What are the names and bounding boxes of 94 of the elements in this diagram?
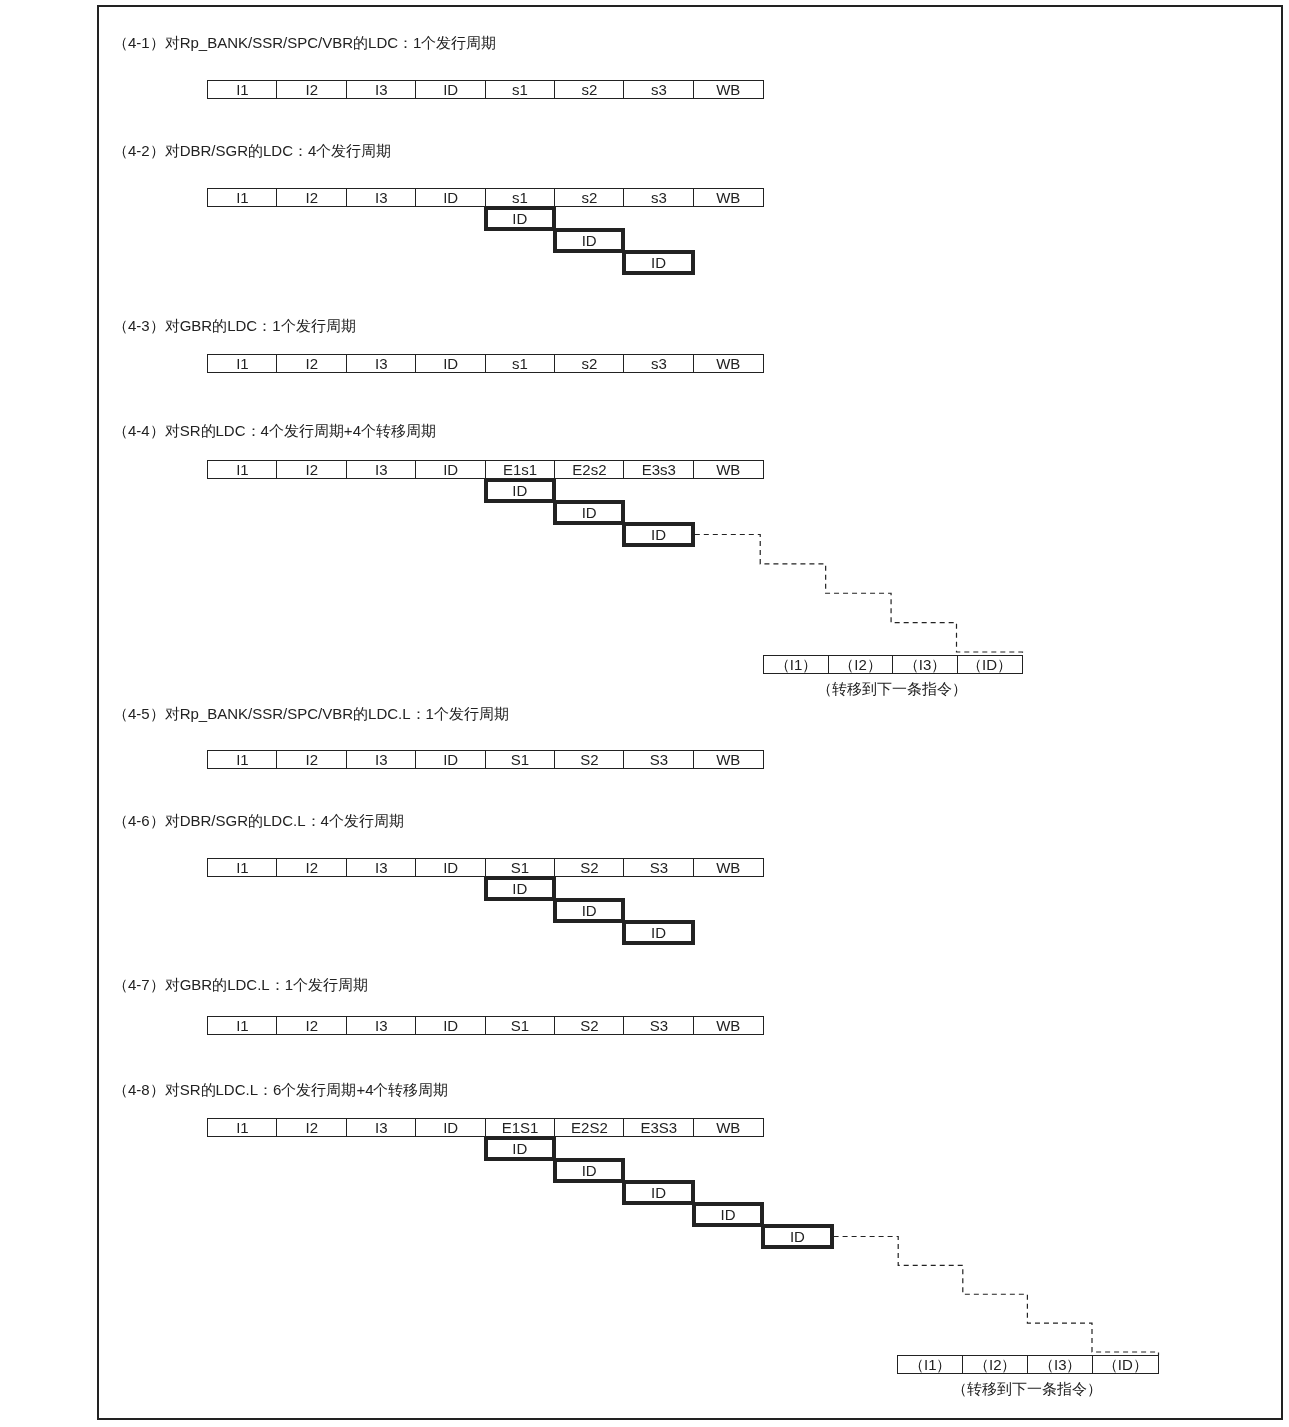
pipeline-cell: I3 xyxy=(345,1118,417,1137)
pipeline-cell: ID xyxy=(415,858,487,877)
stall-box: ID xyxy=(622,522,695,547)
stall-box: ID xyxy=(553,1158,626,1183)
pipeline-cell: S3 xyxy=(623,1016,695,1035)
pipeline-cell: I2 xyxy=(276,80,348,99)
pipeline-cell: s1 xyxy=(484,80,556,99)
pipeline-cell: I2 xyxy=(276,188,348,207)
pipeline-cell: S2 xyxy=(554,750,625,769)
section-heading: （4-3）对GBR的LDC：1个发行周期 xyxy=(113,317,356,335)
section-heading: （4-8）对SR的LDC.L：6个发行周期+4个转移周期 xyxy=(113,1081,449,1099)
pipeline-cell: s3 xyxy=(623,80,695,99)
pipeline-cell: s2 xyxy=(554,188,625,207)
section-heading: （4-6）对DBR/SGR的LDC.L：4个发行周期 xyxy=(113,812,404,830)
stall-box: ID xyxy=(761,1224,834,1249)
pipeline-cell: I3 xyxy=(345,460,417,479)
pipeline-cell: I2 xyxy=(276,354,348,373)
pipeline-cell: I1 xyxy=(207,750,278,769)
pipeline-cell: I2 xyxy=(276,1016,348,1035)
pipeline-cell: s3 xyxy=(623,354,695,373)
stall-box: ID xyxy=(553,898,626,923)
caption: （转移到下一条指令） xyxy=(817,680,967,698)
pipeline-cell: WB xyxy=(692,354,764,373)
next-instruction-cell: （I1） xyxy=(763,655,829,674)
pipeline-cell: I1 xyxy=(207,858,278,877)
section-heading: （4-7）对GBR的LDC.L：1个发行周期 xyxy=(113,976,369,994)
pipeline-cell: E3s3 xyxy=(623,460,695,479)
section-heading: （4-4）对SR的LDC：4个发行周期+4个转移周期 xyxy=(113,422,436,440)
caption: （转移到下一条指令） xyxy=(952,1380,1102,1398)
pipeline-cell: I3 xyxy=(345,1016,417,1035)
pipeline-cell: E2S2 xyxy=(554,1118,625,1137)
pipeline-cell: I1 xyxy=(207,80,278,99)
pipeline-cell: S3 xyxy=(623,750,695,769)
pipeline-cell: I2 xyxy=(276,858,348,877)
pipeline-cell: I1 xyxy=(207,1016,278,1035)
pipeline-cell: I3 xyxy=(345,188,417,207)
pipeline-cell: ID xyxy=(415,188,487,207)
pipeline-cell: S2 xyxy=(554,858,625,877)
pipeline-cell: WB xyxy=(692,1118,764,1137)
pipeline-cell: WB xyxy=(692,460,764,479)
pipeline-cell: I3 xyxy=(345,858,417,877)
section-heading: （4-1）对Rp_BANK/SSR/SPC/VBR的LDC：1个发行周期 xyxy=(113,34,497,52)
pipeline-cell: s3 xyxy=(623,188,695,207)
next-instruction-cell: （I2） xyxy=(962,1355,1029,1374)
pipeline-cell: S1 xyxy=(484,1016,556,1035)
next-instruction-cell: （I1） xyxy=(897,1355,964,1374)
pipeline-cell: S2 xyxy=(554,1016,625,1035)
stall-box: ID xyxy=(622,250,695,275)
stall-box: ID xyxy=(483,478,556,503)
stall-box: ID xyxy=(553,228,626,253)
pipeline-cell: ID xyxy=(415,80,487,99)
pipeline-cell: s1 xyxy=(484,354,556,373)
pipeline-cell: ID xyxy=(415,460,487,479)
stall-box: ID xyxy=(483,206,556,231)
pipeline-cell: ID xyxy=(415,1016,487,1035)
pipeline-cell: I1 xyxy=(207,354,278,373)
pipeline-cell: I1 xyxy=(207,188,278,207)
pipeline-cell: I3 xyxy=(345,750,417,769)
dashed-line xyxy=(833,1235,1160,1356)
section-heading: （4-2）对DBR/SGR的LDC：4个发行周期 xyxy=(113,142,392,160)
pipeline-cell: WB xyxy=(692,188,764,207)
pipeline-cell: I2 xyxy=(276,460,348,479)
pipeline-cell: E3S3 xyxy=(623,1118,695,1137)
stall-box: ID xyxy=(483,1136,556,1161)
section-heading: （4-5）对Rp_BANK/SSR/SPC/VBR的LDC.L：1个发行周期 xyxy=(113,705,509,723)
next-instruction-cell: （ID） xyxy=(956,655,1023,674)
stall-box: ID xyxy=(483,876,556,901)
next-instruction-cell: （I2） xyxy=(827,655,894,674)
stall-box: ID xyxy=(553,500,626,525)
pipeline-cell: E2s2 xyxy=(554,460,625,479)
pipeline-cell: I3 xyxy=(345,354,417,373)
next-instruction-cell: （ID） xyxy=(1092,1355,1159,1374)
pipeline-cell: S3 xyxy=(623,858,695,877)
pipeline-cell: ID xyxy=(415,750,487,769)
dashed-line xyxy=(694,533,1024,656)
pipeline-cell: WB xyxy=(692,858,764,877)
pipeline-cell: I2 xyxy=(276,750,348,769)
stall-box: ID xyxy=(622,920,695,945)
next-instruction-cell: （I3） xyxy=(1027,1355,1094,1374)
stall-box: ID xyxy=(622,1180,695,1205)
pipeline-cell: WB xyxy=(692,750,764,769)
pipeline-cell: WB xyxy=(692,1016,764,1035)
next-instruction-cell: （I3） xyxy=(892,655,958,674)
stall-box: ID xyxy=(691,1202,765,1227)
pipeline-cell: I2 xyxy=(276,1118,348,1137)
pipeline-cell: I1 xyxy=(207,1118,278,1137)
pipeline-cell: ID xyxy=(415,354,487,373)
pipeline-cell: s2 xyxy=(554,354,625,373)
pipeline-cell: WB xyxy=(692,80,764,99)
pipeline-cell: I1 xyxy=(207,460,278,479)
pipeline-cell: S1 xyxy=(484,750,556,769)
pipeline-cell: s2 xyxy=(554,80,625,99)
pipeline-cell: I3 xyxy=(345,80,417,99)
pipeline-cell: ID xyxy=(415,1118,487,1137)
